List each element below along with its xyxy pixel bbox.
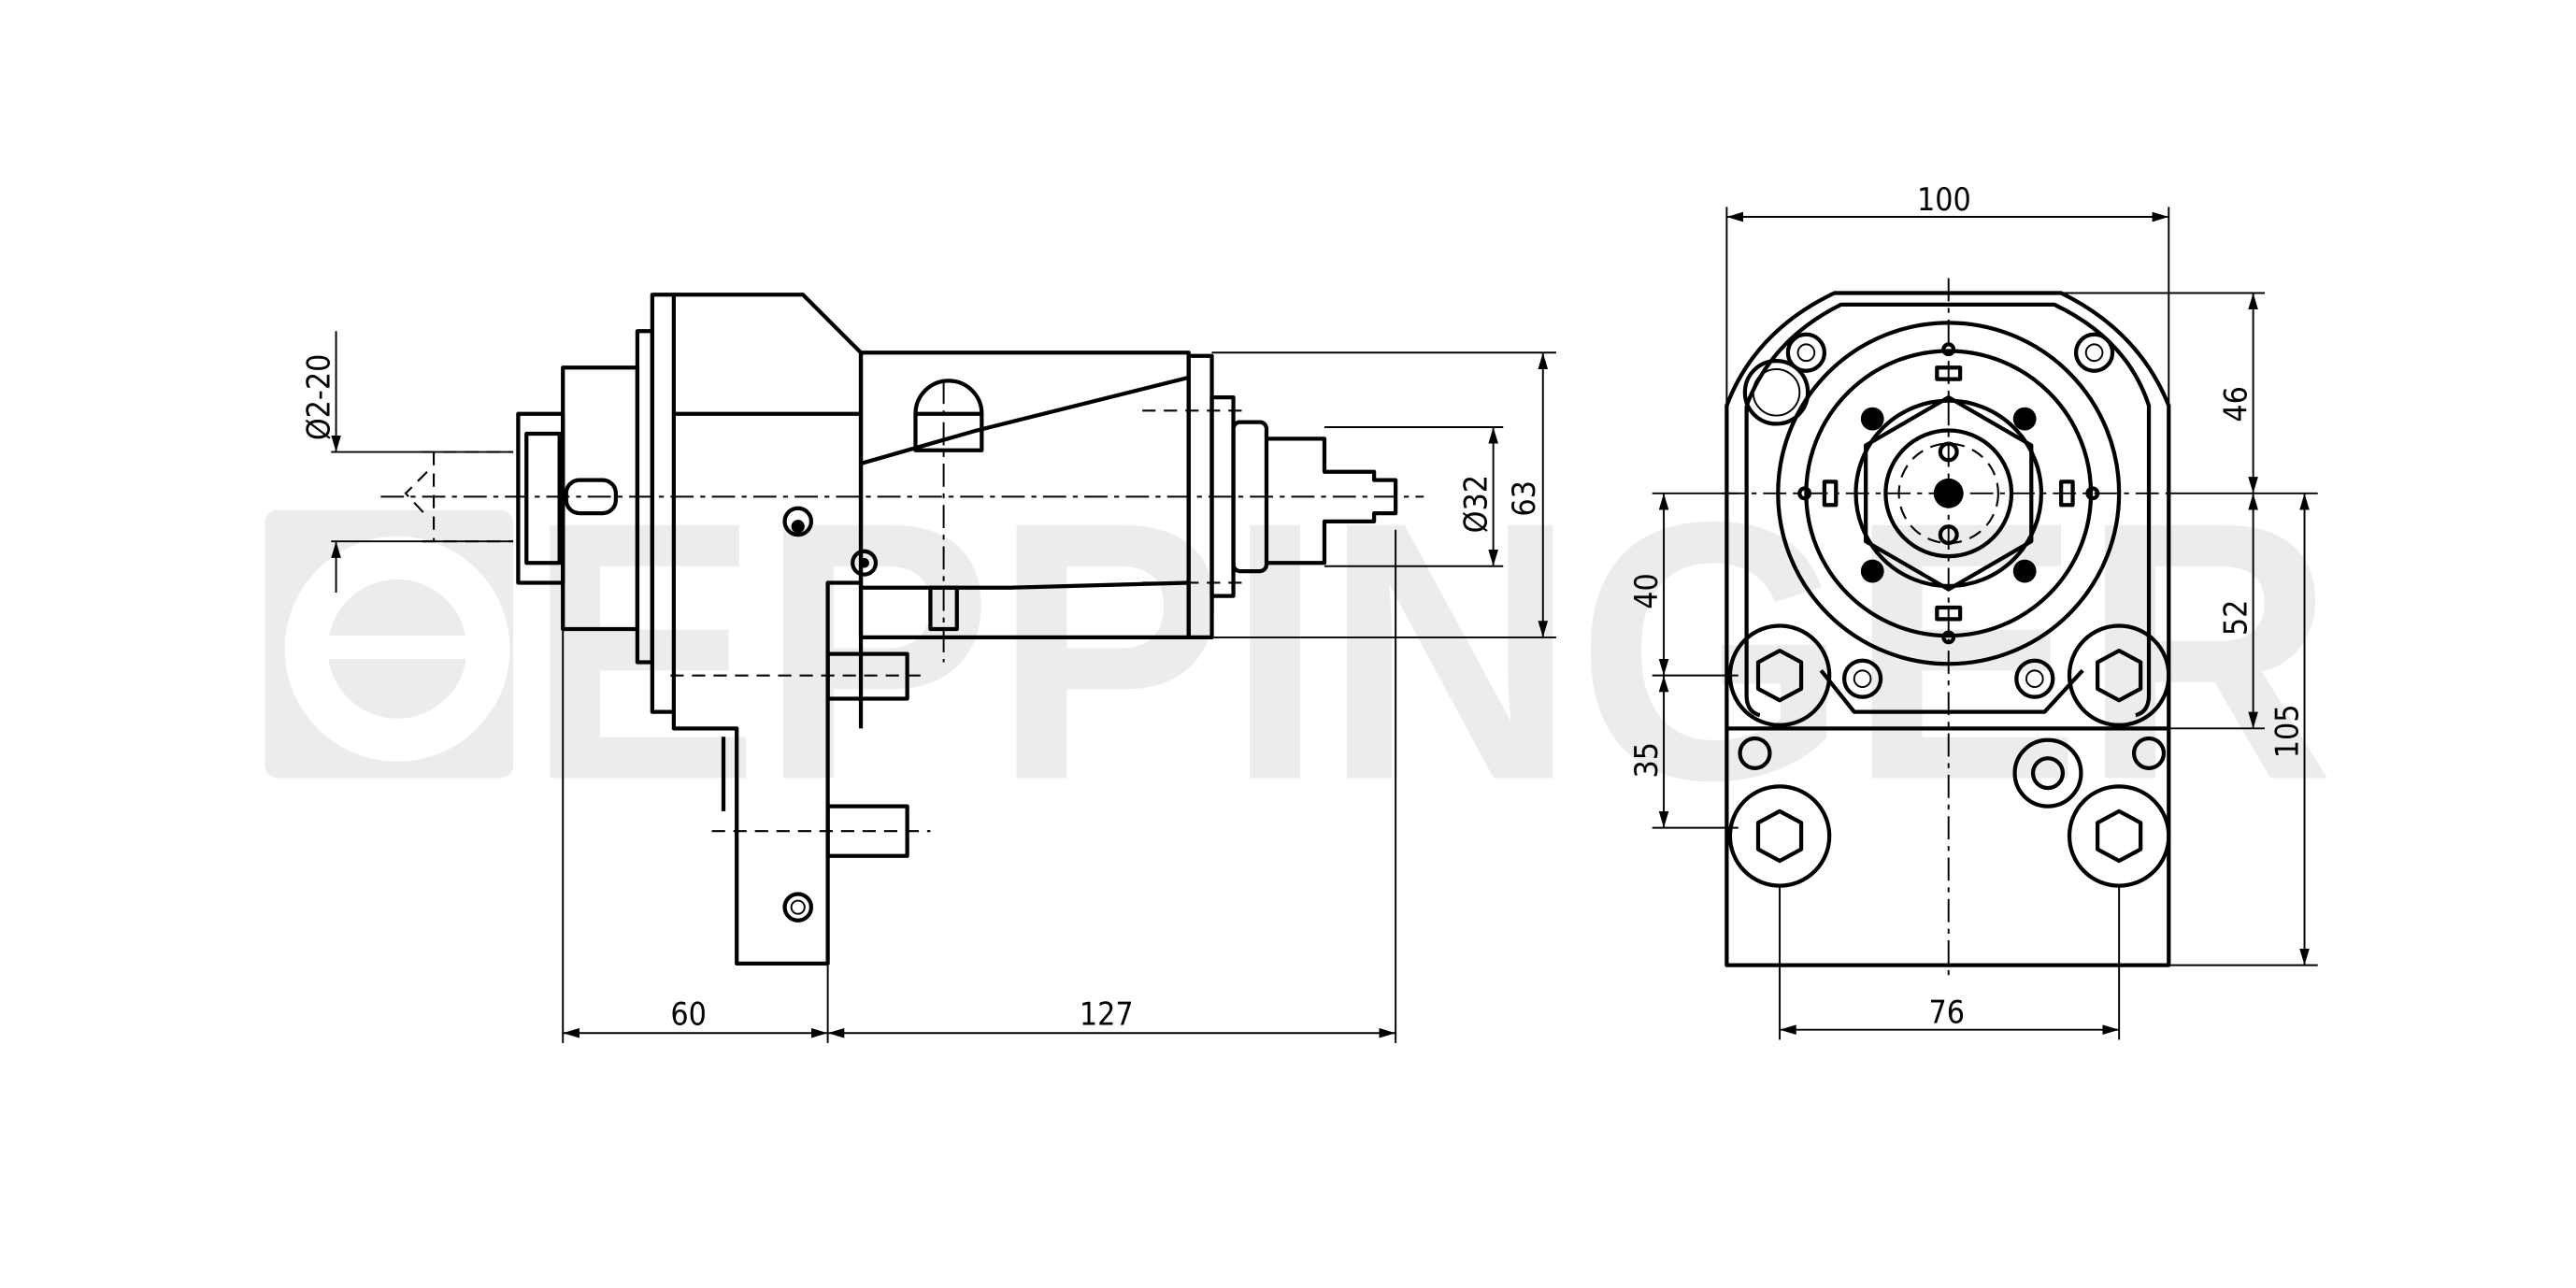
- front-view-dimensions: 100 46 52 105 40 35 76: [1628, 181, 2318, 1040]
- dim-width-76: 76: [1928, 995, 1965, 1031]
- dim-tool-diameter-range: Ø2-20: [300, 354, 336, 441]
- dim-length-127: 127: [1080, 995, 1134, 1032]
- dim-height-105: 105: [2268, 704, 2305, 758]
- dim-height-35: 35: [1628, 742, 1665, 779]
- side-view-dimensions: Ø2-20 63 Ø32 60 127: [300, 331, 1556, 1043]
- dim-height-52: 52: [2218, 600, 2254, 637]
- dim-width-100: 100: [1917, 181, 1971, 218]
- dim-shaft-diameter: Ø32: [1458, 475, 1495, 533]
- dim-height-63: 63: [1506, 480, 1542, 517]
- front-view: [1722, 278, 2178, 978]
- dim-length-60: 60: [670, 995, 707, 1032]
- dim-height-46: 46: [2218, 386, 2254, 422]
- dim-height-40: 40: [1628, 573, 1665, 609]
